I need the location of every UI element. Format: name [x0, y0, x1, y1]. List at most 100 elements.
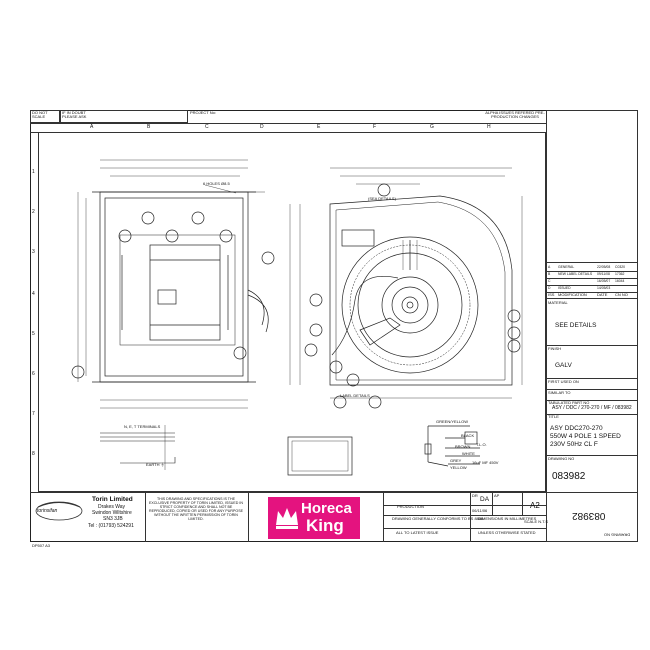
revision-cell-desc: NEW LABEL DETAILS	[558, 271, 593, 276]
title-block-line	[383, 515, 546, 516]
panel-line	[546, 455, 638, 456]
wire-yellow: YELLOW	[450, 465, 467, 470]
grid-row-number: 7	[32, 411, 35, 417]
production-label: PRODUCTION	[397, 504, 424, 509]
capacitor-label: 16uF MF 450V	[472, 460, 499, 465]
title-block-divider	[522, 492, 523, 515]
revision-cell-date: 16/05/07	[597, 278, 611, 283]
part-no-label: TABULATED PART NO	[548, 400, 590, 405]
top-bar-bottom-line	[30, 123, 546, 124]
top-bar-cell	[60, 110, 188, 123]
revision-cell-desc: GENERAL	[558, 264, 575, 269]
if-in-doubt-text: IF IN DOUBT PLEASE ASK	[62, 110, 87, 120]
torinsifan-logo	[34, 500, 84, 522]
revision-cell-date: 09/11/08	[597, 271, 610, 276]
brand-line-1: Horeca	[301, 500, 352, 517]
wire-black: BLACK	[461, 433, 475, 438]
do-not-scale-text: DO NOT SCALE	[32, 110, 48, 120]
address-line-2: Swindon Wiltshire	[92, 510, 132, 516]
brand-line-2: King	[306, 516, 344, 535]
torinsifan-swoosh-icon	[35, 501, 83, 521]
date-value: 06/11/06	[472, 508, 488, 513]
grid-row-number: 5	[32, 331, 35, 337]
revision-cell-no: 17362	[615, 271, 625, 276]
dr-value: DA	[480, 496, 490, 503]
revision-cell-date: 14/05/03	[597, 285, 611, 290]
company-name: Torin Limited	[92, 496, 133, 503]
material-label: MATERIAL	[548, 300, 568, 305]
wire-brown: BROWN	[455, 444, 471, 449]
part-no-value: ASY / DDC / 270-270 / MF / 083982	[552, 405, 632, 411]
terminals-label: N, E, T TERMINALS	[124, 424, 161, 429]
scale-label: SCALE N.T.S	[524, 519, 549, 524]
dimensions-text: DIMENSIONS IN MILLIMETRES	[478, 516, 537, 521]
dr-label: DR	[472, 493, 478, 498]
panel-line	[546, 389, 638, 390]
revision-cell-rev: B	[548, 271, 551, 276]
panel-line	[546, 492, 638, 493]
grid-column-letter: B	[147, 124, 151, 130]
finish-value: GALV	[555, 362, 572, 369]
title-block-top	[30, 492, 546, 493]
crown-icon	[276, 508, 298, 529]
similar-to-label: SIMILAR TO	[548, 390, 571, 395]
logo-text: torinsifan	[37, 508, 58, 514]
grid-column-letter: D	[260, 124, 264, 130]
grid-column-letter: C	[205, 124, 209, 130]
title-block-divider	[470, 492, 471, 515]
revision-cell-rev: D	[548, 285, 551, 290]
terminal-detail	[100, 425, 176, 470]
unless-otherwise-text: UNLESS OTHERWISE STATED	[478, 530, 536, 535]
title-block-line	[383, 505, 546, 506]
grid-row-number: 1	[32, 169, 35, 175]
grid-column-letter: F	[373, 124, 377, 130]
rev-header-iss: ISS	[548, 292, 555, 297]
grid-column-letter: G	[430, 124, 434, 130]
revision-row-line	[546, 285, 638, 286]
material-value: SEE DETAILS	[555, 322, 597, 329]
title-block-divider	[492, 492, 493, 515]
title-block-divider	[470, 515, 471, 542]
sheet-size: A2	[530, 501, 540, 510]
revision-cell-rev: C	[548, 278, 551, 283]
panel-line	[546, 400, 638, 401]
form-ref: DP507 A3	[32, 543, 51, 548]
grid-row-number: 4	[32, 291, 35, 297]
label-detail	[287, 436, 353, 476]
left-view	[71, 159, 275, 409]
drawing-no-value: 083982	[552, 471, 586, 482]
grid-row-number: 2	[32, 209, 35, 215]
title-line-3: 230V 50Hz CL F	[550, 441, 598, 448]
label-details-label: LABEL DETAILS	[340, 393, 370, 398]
revision-cell-date: 22/05/08	[597, 264, 611, 269]
wire-white: WHITE	[462, 451, 475, 456]
rev-header-line	[546, 298, 638, 299]
rev-line	[546, 262, 638, 263]
revision-cell-no: C0320	[615, 264, 625, 269]
copyright-notice: THIS DRAWING AND SPECIFICATIONS IS THE E…	[149, 497, 243, 521]
right-view	[289, 167, 523, 409]
revision-row-line	[546, 271, 638, 272]
wire-green-yellow: GREEN/YELLOW	[436, 419, 469, 424]
title-block-divider	[248, 492, 249, 542]
title-block-line	[383, 528, 546, 529]
top-bar-cell	[30, 110, 60, 123]
grid-column-letter: E	[317, 124, 321, 130]
revision-row-line	[546, 278, 638, 279]
title-line-1: ASY DDC270-270	[550, 425, 603, 432]
title-line-2: 550W 4 POLE 1 SPEED	[550, 433, 621, 440]
grid-row-number: 3	[32, 249, 35, 255]
drawing-no-label: DRAWING NO	[548, 456, 575, 461]
title-block-divider	[145, 492, 146, 542]
rev-header-no: CN NO	[615, 292, 628, 297]
all-to-latest-text: ALL TO LATEST ISSUE	[396, 530, 439, 535]
sea-details-label: (SEA DETAILS)	[368, 196, 396, 201]
panel-line	[546, 378, 638, 379]
address-line-3: SN3 3JB	[103, 516, 123, 522]
project-no-label: PROJECT No:	[190, 110, 216, 115]
tlo-label: T.L.O.	[476, 442, 487, 447]
earth-label: EARTH ⏚	[146, 462, 165, 467]
horeca-king-logo: Horeca King	[268, 497, 360, 539]
telephone: Tel : (01793) 524291	[88, 523, 134, 529]
